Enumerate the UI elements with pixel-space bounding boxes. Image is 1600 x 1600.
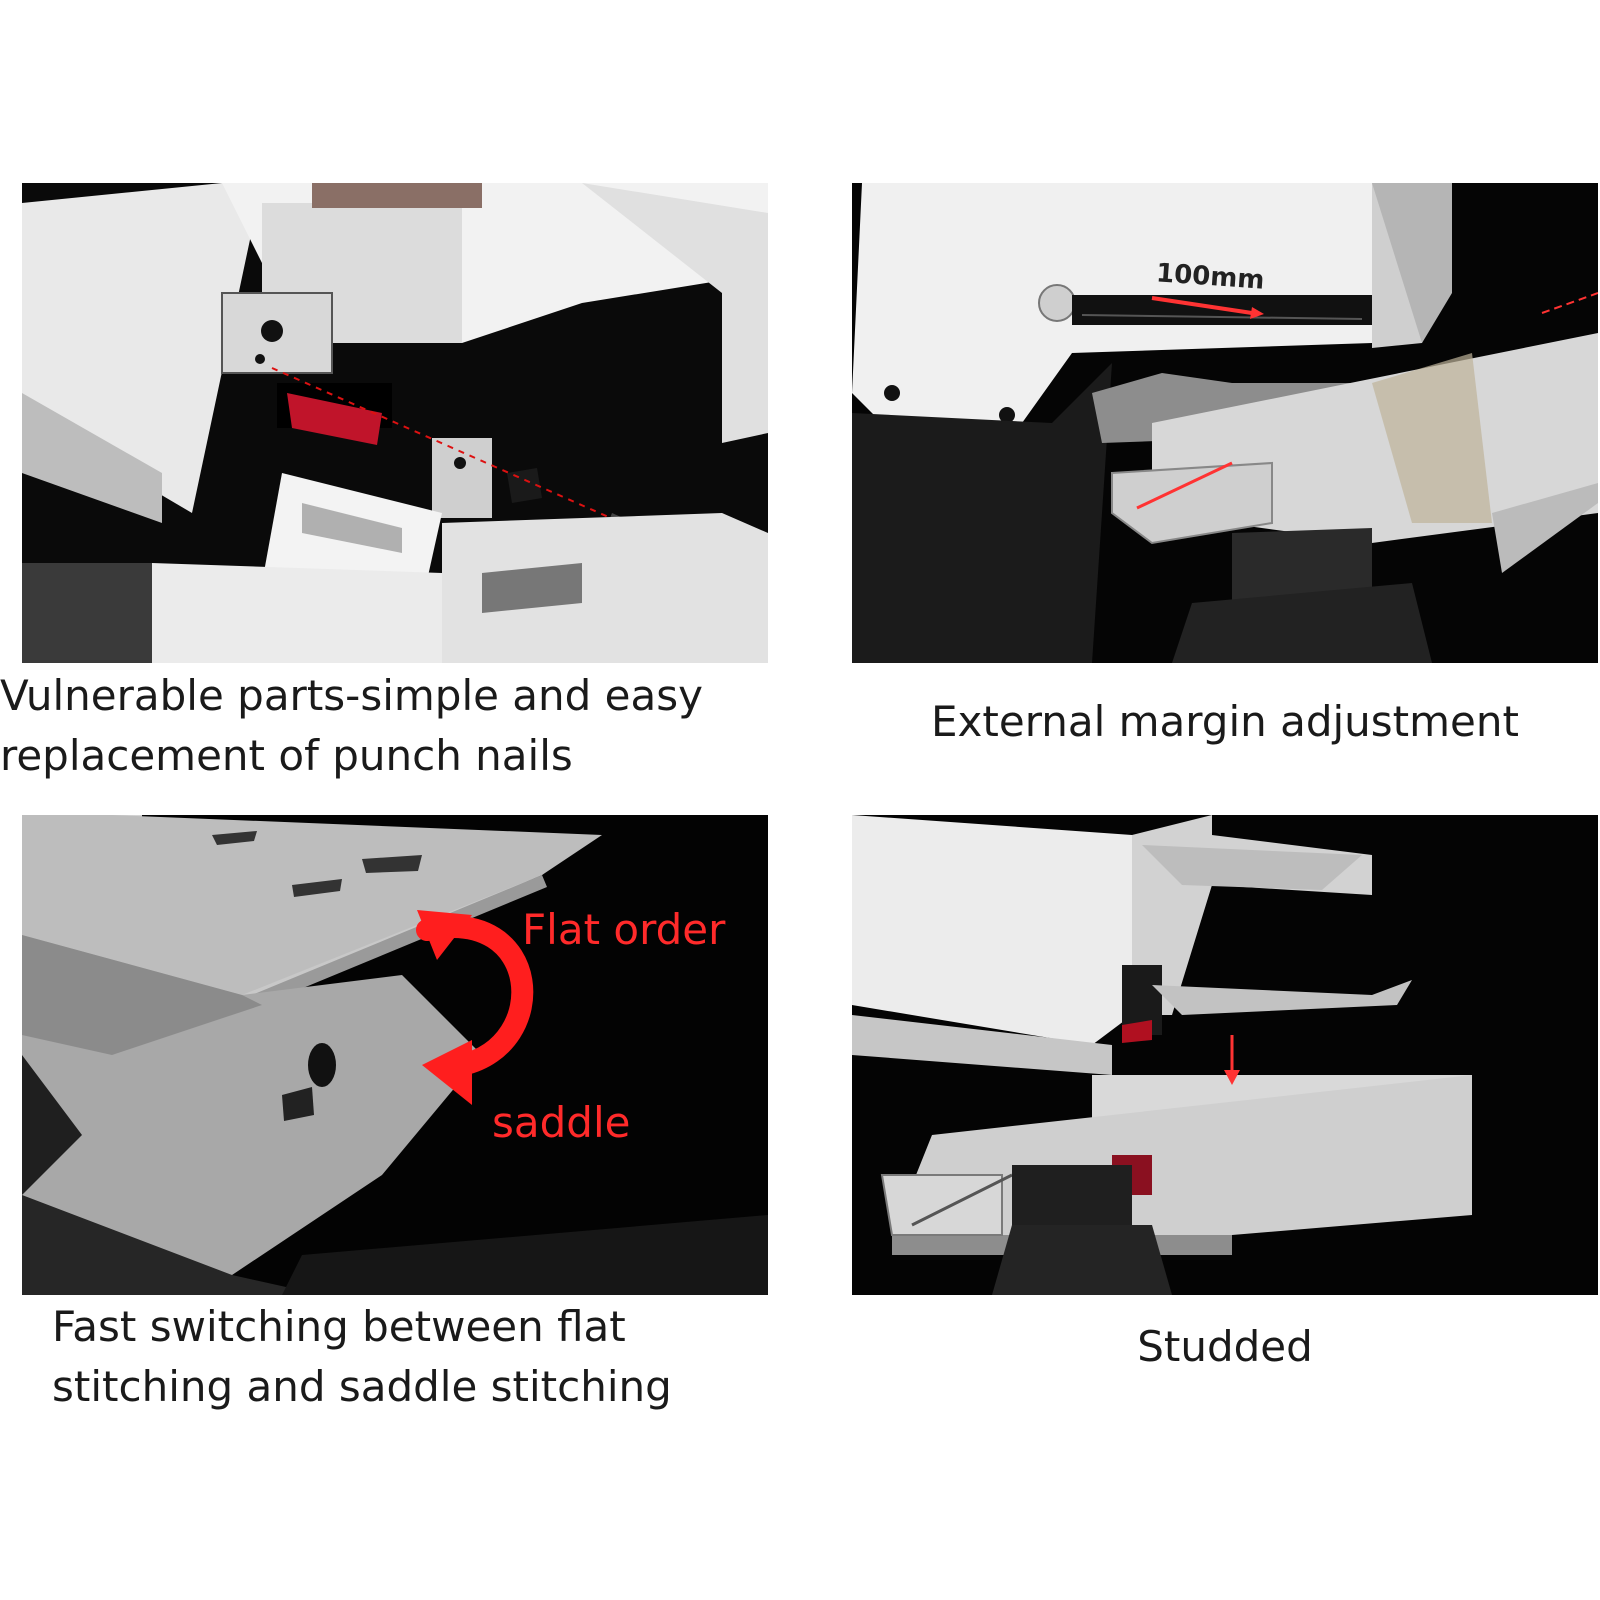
stapler-studded-table-photo (852, 815, 1598, 1295)
stapler-margin-guide-photo (852, 183, 1598, 663)
caption-studded: Studded (1137, 1322, 1313, 1371)
panel-studded-photo (852, 815, 1598, 1295)
panel-flat-saddle-photo (22, 815, 768, 1295)
panel-punch-nail-photo (22, 183, 768, 663)
stapler-punch-nail-closeup-photo (22, 183, 768, 663)
caption-punch-nails: Vulnerable parts-simple and easy replace… (0, 671, 703, 780)
caption-flat-saddle-switching: Fast switching between flat stitching an… (52, 1302, 672, 1411)
panel-margin-adjustment-photo (852, 183, 1598, 663)
saddle-label: saddle (492, 1098, 631, 1147)
stapler-table-tilt-photo (22, 815, 768, 1295)
flat-order-label: Flat order (522, 905, 726, 954)
caption-margin-adjustment: External margin adjustment (931, 697, 1519, 746)
